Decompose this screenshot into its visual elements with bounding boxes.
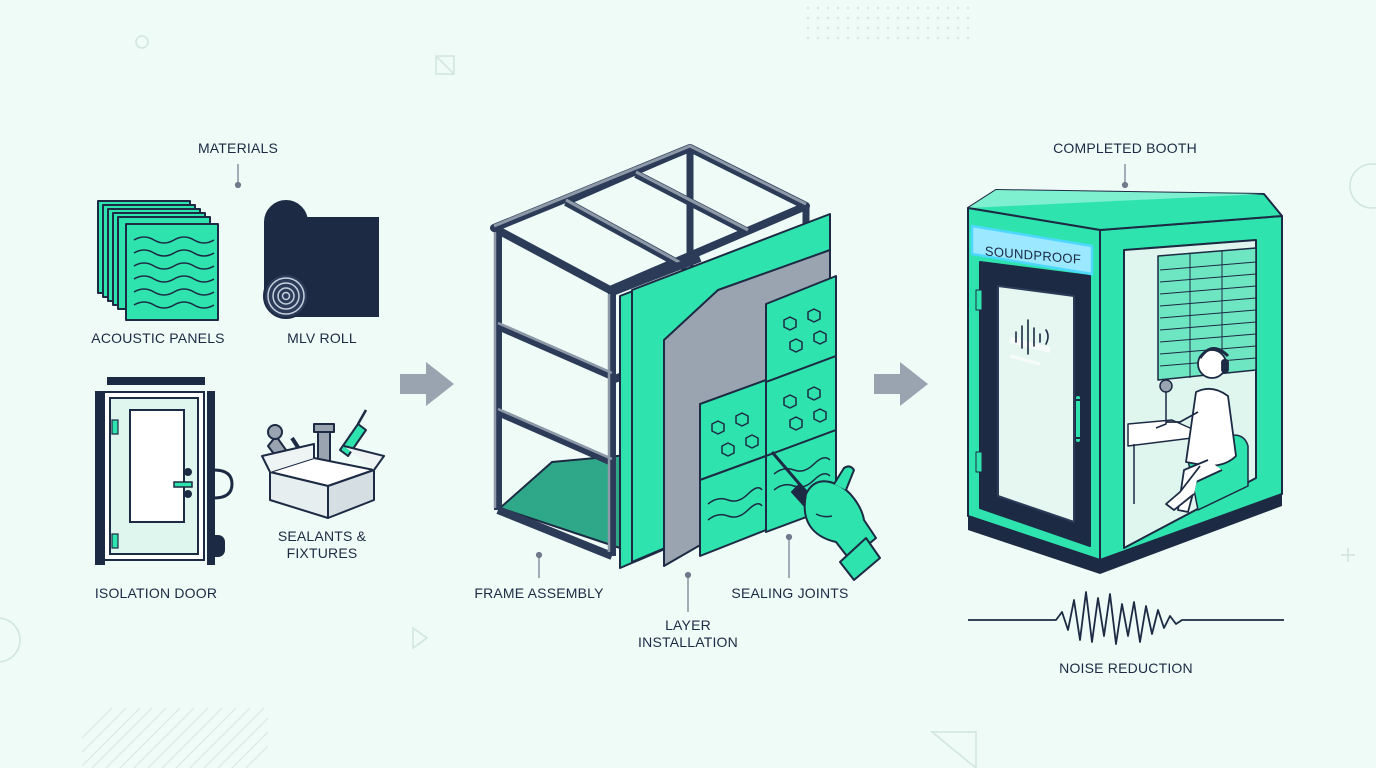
background-hatch	[81, 707, 269, 768]
arrow-right-icon	[400, 362, 454, 406]
completed-booth	[967, 189, 1283, 574]
background-dot-grid	[806, 6, 970, 40]
label-materials: MATERIALS	[197, 140, 279, 156]
isolation-door-icon	[95, 377, 234, 565]
label-layer-installation: LAYER INSTALLATION	[638, 617, 738, 650]
label-sealants-fixtures: SEALANTS & FIXTURES	[277, 528, 367, 561]
sound-wave-icon	[968, 591, 1284, 645]
background-decorations	[0, 35, 1376, 768]
mlv-roll-icon	[263, 200, 379, 319]
arrow-right-icon	[874, 362, 928, 406]
sealant-toolbox-icon	[261, 409, 385, 519]
acoustic-foam-tiles	[699, 275, 837, 557]
label-sealing-joints: SEALING JOINTS	[731, 585, 849, 601]
label-isolation-door: ISOLATION DOOR	[94, 585, 218, 601]
seated-person-icon	[1165, 347, 1237, 513]
label-noise-reduction: NOISE REDUCTION	[1059, 660, 1193, 676]
gloved-hand-icon	[770, 451, 881, 581]
leader-lines	[234, 164, 1129, 612]
label-frame-assembly: FRAME ASSEMBLY	[474, 585, 604, 601]
acoustic-panel-stack-icon	[97, 200, 219, 321]
label-acoustic-panels: ACOUSTIC PANELS	[91, 330, 225, 346]
label-completed-booth: COMPLETED BOOTH	[1053, 140, 1197, 156]
label-mlv-roll: MLV ROLL	[287, 330, 357, 346]
